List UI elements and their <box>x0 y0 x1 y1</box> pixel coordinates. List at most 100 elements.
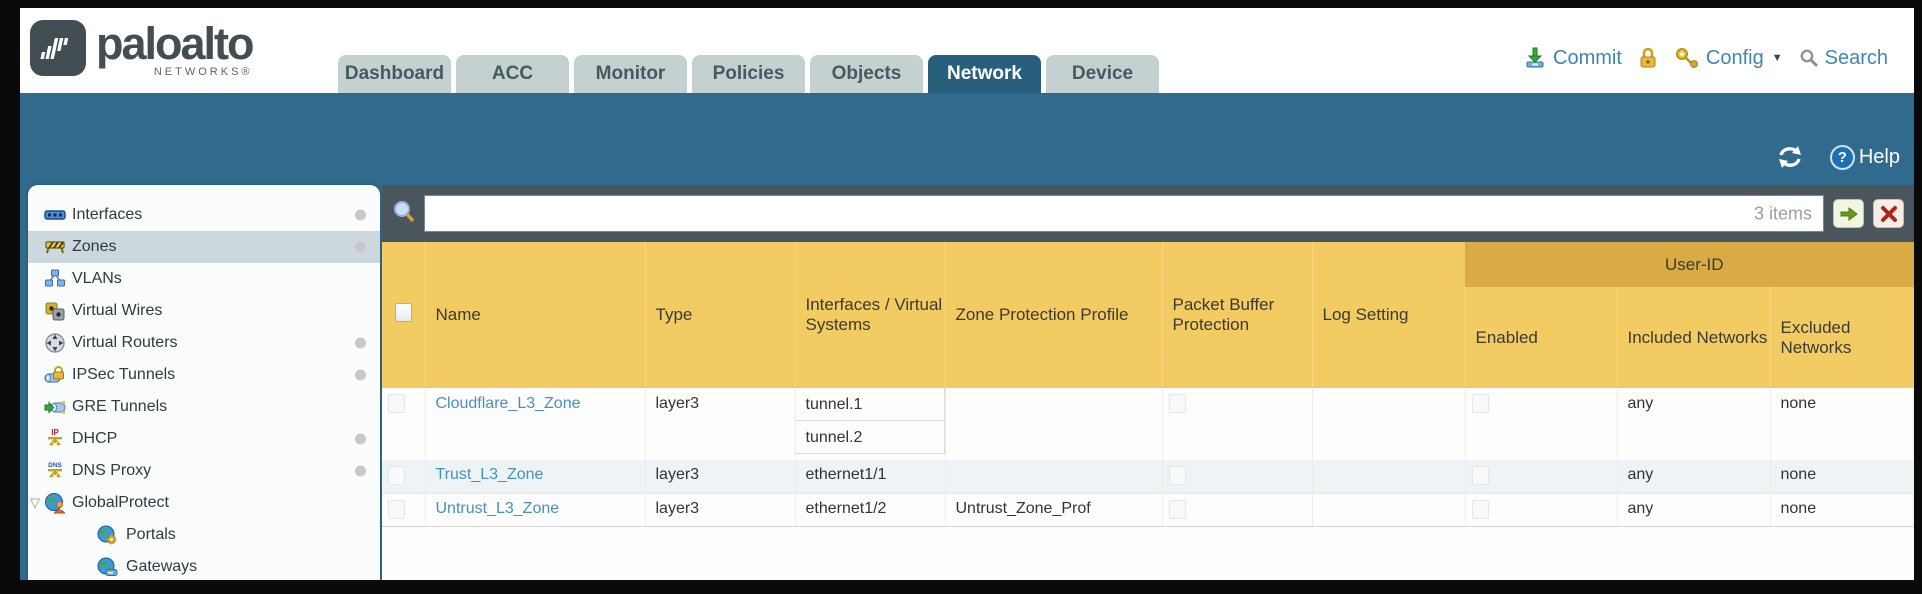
ipsec-tunnels-icon <box>44 366 64 383</box>
tab-policies[interactable]: Policies <box>692 55 805 93</box>
paloalto-logo: paloalto NETWORKS® <box>30 20 255 78</box>
top-header: paloalto NETWORKS® Dashboard ACC Monitor… <box>20 8 1914 93</box>
status-dot <box>355 209 366 221</box>
status-dot <box>355 465 366 477</box>
user-id-enabled-checkbox[interactable] <box>1471 499 1489 519</box>
included-networks: any <box>1617 460 1771 493</box>
sidebar-label: GRE Tunnels <box>72 398 168 415</box>
config-menu-button[interactable]: Config ▼ <box>1674 46 1783 70</box>
app-window: paloalto NETWORKS® Dashboard ACC Monitor… <box>20 8 1914 580</box>
select-all-header[interactable] <box>382 242 425 388</box>
sidebar-label: DNS Proxy <box>72 462 152 479</box>
sidebar-item-virtual-routers[interactable]: Virtual Routers <box>28 327 380 359</box>
tab-device[interactable]: Device <box>1046 55 1159 93</box>
lock-button[interactable] <box>1638 47 1658 69</box>
sidebar-label: DHCP <box>72 430 118 447</box>
packet-buffer-checkbox[interactable] <box>1168 499 1186 519</box>
commit-button[interactable]: Commit <box>1523 46 1622 70</box>
zone-protection-profile <box>945 460 1163 493</box>
refresh-icon[interactable] <box>1776 144 1804 170</box>
sidebar-item-ipsec-tunnels[interactable]: IPSec Tunnels <box>28 359 380 391</box>
zone-type: layer3 <box>645 492 796 527</box>
header-utilities: Commit Config ▼ <box>1523 46 1888 70</box>
search-button[interactable]: Search <box>1799 47 1888 70</box>
sidebar-item-gateways[interactable]: Gateways <box>28 551 380 580</box>
zone-protection-profile: Untrust_Zone_Prof <box>945 492 1163 527</box>
sidebar-label: Virtual Wires <box>72 302 163 319</box>
content-area: Interfaces Zones <box>20 185 1914 580</box>
logo-subtitle: NETWORKS® <box>153 66 253 78</box>
packet-buffer-checkbox[interactable] <box>1168 466 1186 485</box>
filter-input[interactable] <box>424 195 1824 232</box>
sidebar-item-interfaces[interactable]: Interfaces <box>28 199 380 231</box>
packet-buffer-checkbox[interactable] <box>1168 394 1186 413</box>
col-header-included-networks[interactable]: Included Networks <box>1616 287 1770 388</box>
commit-label: Commit <box>1553 46 1622 69</box>
svg-text:IP: IP <box>51 428 59 437</box>
log-setting <box>1312 388 1466 460</box>
tab-acc[interactable]: ACC <box>456 55 569 93</box>
interfaces-icon <box>44 210 66 220</box>
tab-monitor[interactable]: Monitor <box>574 55 687 93</box>
zone-name-link[interactable]: Cloudflare_L3_Zone <box>435 395 581 412</box>
config-label: Config <box>1705 46 1764 69</box>
item-count: 3 items <box>1753 203 1812 223</box>
zone-name-link[interactable]: Trust_L3_Zone <box>435 466 544 483</box>
row-checkbox[interactable] <box>388 394 405 413</box>
zone-type: layer3 <box>645 388 796 460</box>
column-header-row: Enabled Included Networks Excluded Netwo… <box>382 287 1914 388</box>
group-header-row: Name Type Interfaces / Virtual Systems Z… <box>382 242 1914 388</box>
select-all-checkbox[interactable] <box>394 303 412 322</box>
zone-type: layer3 <box>645 460 796 493</box>
table-row: Cloudflare_L3_Zone layer3 tunnel.1 tunne… <box>382 388 1914 460</box>
lock-icon <box>1640 47 1656 68</box>
included-networks: any <box>1617 388 1771 460</box>
row-checkbox[interactable] <box>388 466 405 485</box>
commit-icon <box>1526 47 1544 68</box>
sidebar-item-portals[interactable]: Portals <box>28 519 380 551</box>
dns-proxy-icon: DNS <box>48 462 63 478</box>
zone-name-link[interactable]: Untrust_L3_Zone <box>435 499 560 517</box>
col-header-name[interactable]: Name <box>424 242 645 388</box>
col-header-packet-buffer-protection[interactable]: Packet Buffer Protection <box>1161 242 1312 388</box>
sidebar-label: Interfaces <box>72 206 143 223</box>
status-dot <box>355 337 366 349</box>
col-header-excluded-networks[interactable]: Excluded Networks <box>1769 287 1914 388</box>
help-button[interactable]: ? Help <box>1829 144 1900 170</box>
zones-icon <box>45 241 65 254</box>
help-label: Help <box>1858 145 1900 168</box>
sidebar-item-globalprotect[interactable]: ▽ GlobalProtect <box>28 487 380 519</box>
virtual-routers-icon <box>45 333 65 353</box>
sidebar-label: IPSec Tunnels <box>72 366 176 383</box>
dhcp-icon: IP <box>48 428 62 446</box>
excluded-networks: none <box>1770 492 1914 527</box>
sidebar-item-dhcp[interactable]: IP DHCP <box>28 423 380 455</box>
sidebar-item-vlans[interactable]: VLANs <box>28 263 380 295</box>
tab-objects[interactable]: Objects <box>810 55 923 93</box>
sidebar-label: Virtual Routers <box>72 334 178 351</box>
user-id-enabled-checkbox[interactable] <box>1471 466 1489 485</box>
col-header-interfaces[interactable]: Interfaces / Virtual Systems <box>794 242 945 388</box>
log-setting <box>1312 460 1466 493</box>
sidebar-item-virtual-wires[interactable]: Virtual Wires <box>28 295 380 327</box>
row-checkbox[interactable] <box>388 499 405 519</box>
globalprotect-icon <box>45 493 66 514</box>
sidebar-item-dns-proxy[interactable]: DNS DNS Proxy <box>28 455 380 487</box>
clear-filter-button[interactable] <box>1873 199 1904 228</box>
sidebar-item-zones[interactable]: Zones <box>28 231 380 263</box>
col-header-enabled[interactable]: Enabled <box>1464 287 1617 388</box>
col-header-zone-protection-profile[interactable]: Zone Protection Profile <box>944 242 1162 388</box>
sidebar-label: Gateways <box>126 558 198 575</box>
included-networks: any <box>1617 492 1771 527</box>
sidebar-item-gre-tunnels[interactable]: GRE Tunnels <box>28 391 380 423</box>
apply-filter-button[interactable] <box>1833 199 1864 228</box>
svg-text:DNS: DNS <box>48 462 62 469</box>
tab-network[interactable]: Network <box>928 55 1041 93</box>
col-header-log-setting[interactable]: Log Setting <box>1311 242 1465 388</box>
user-id-enabled-checkbox[interactable] <box>1471 394 1489 413</box>
zones-main-pane: 3 items <box>382 185 1914 580</box>
col-header-type[interactable]: Type <box>644 242 795 388</box>
tab-dashboard[interactable]: Dashboard <box>338 55 451 93</box>
expander-icon[interactable]: ▽ <box>30 495 40 510</box>
